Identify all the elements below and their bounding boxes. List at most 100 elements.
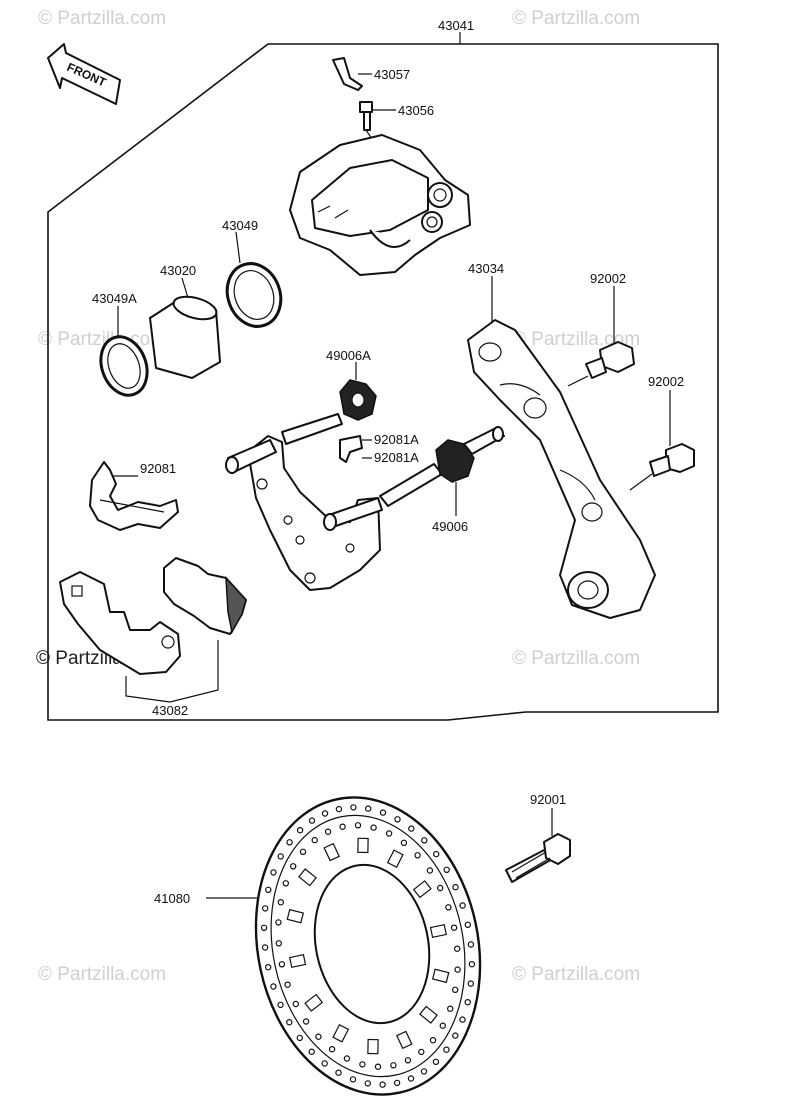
disc-vent-slot [396, 1030, 413, 1050]
disc-drill-hole [308, 817, 316, 824]
callout-43049: 43049 [222, 218, 258, 233]
disc-drill-hole [467, 980, 474, 987]
disc-drill-hole [454, 945, 461, 952]
callout-92081A-lower: 92081A [374, 450, 419, 465]
disc-drill-hole [433, 850, 440, 858]
disc-vent-slot [289, 953, 307, 969]
disc-drill-hole [400, 839, 408, 847]
disc-drill-hole [328, 1045, 336, 1053]
callout-49006: 49006 [432, 519, 468, 534]
disc-vent-slot [323, 842, 340, 862]
disc-drill-hole [343, 1055, 351, 1062]
disc-drill-hole [364, 1080, 371, 1087]
disc-drill-hole [296, 827, 304, 834]
brake-pad-set [59, 557, 247, 703]
caliper-bracket [225, 413, 383, 591]
watermark-bottom-right: © Partzilla.com [512, 964, 640, 985]
caliper-assembly-outline [47, 43, 719, 721]
disc-drill-hole [278, 961, 286, 968]
disc-drill-hole [464, 999, 471, 1006]
disc-drill-hole [354, 822, 362, 829]
disc-drill-hole [265, 886, 272, 894]
brake-disc [206, 796, 482, 1096]
pad-spring-92081 [89, 461, 179, 531]
disc-drill-hole [315, 1033, 322, 1040]
disc-vent-slot [419, 1005, 438, 1024]
callout-92002-lower: 92002 [648, 374, 684, 389]
disc-drill-hole [270, 869, 277, 876]
disc-drill-hole [311, 836, 318, 844]
pad-spring-92081A [339, 435, 372, 463]
disc-drill-hole [299, 848, 307, 856]
disc-drill-hole [374, 1063, 382, 1070]
callout-43056: 43056 [398, 103, 434, 118]
disc-drill-hole [261, 944, 269, 951]
disc-drill-hole [324, 828, 332, 835]
disc-drill-hole [365, 805, 372, 812]
disc-drill-hole [379, 809, 387, 816]
callout-92002-upper: 92002 [590, 271, 626, 286]
disc-drill-hole [359, 1061, 366, 1068]
bolt-92002-upper [567, 286, 635, 387]
disc-vent-slot [304, 993, 324, 1012]
watermark-bottom-left: © Partzilla.com [38, 964, 166, 985]
disc-drill-hole [275, 940, 282, 947]
disc-drill-hole [452, 1032, 459, 1039]
disc-drill-hole [450, 924, 458, 931]
disc-drill-hole [445, 904, 452, 911]
callout-92001: 92001 [530, 792, 566, 807]
disc-vent-slot [298, 868, 317, 887]
disc-drill-hole [292, 1000, 299, 1008]
disc-drill-hole [321, 1060, 328, 1067]
disc-drill-hole [282, 880, 289, 887]
disc-drill-hole [379, 1081, 386, 1088]
callout-41080: 41080 [154, 891, 190, 906]
disc-drill-hole [447, 1005, 454, 1012]
callout-92081: 92081 [140, 461, 176, 476]
disc-vent-slot [386, 849, 404, 869]
dust-seal-43049A [99, 306, 149, 397]
disc-drill-hole [335, 805, 343, 813]
callout-43041: 43041 [438, 18, 474, 33]
disc-drill-hole [421, 837, 428, 844]
disc-drill-hole [420, 1068, 428, 1075]
disc-drill-hole [394, 816, 401, 823]
callout-43057: 43057 [374, 67, 410, 82]
disc-drill-hole [350, 804, 357, 811]
disc-drill-hole [308, 1048, 315, 1055]
disc-drill-hole [407, 1075, 415, 1082]
disc-drill-hole [286, 839, 293, 846]
callout-43020: 43020 [160, 263, 196, 278]
disc-drill-hole [404, 1057, 412, 1064]
watermark-mid-right: © Partzilla.com [512, 329, 640, 350]
disc-vent-slot [332, 1023, 350, 1043]
disc-vent-slot [412, 880, 432, 899]
disc-drill-hole [459, 902, 466, 909]
disc-drill-hole [390, 1062, 397, 1069]
watermark-mid-left: © Partzilla.com [38, 329, 166, 350]
disc-drill-hole [284, 981, 291, 988]
disc-drill-hole [432, 1058, 440, 1066]
watermark-top-left: © Partzilla.com [38, 8, 166, 29]
callout-labels: 43041 43057 43056 43049 43020 43049A 430… [92, 18, 684, 906]
disc-drill-hole [275, 919, 282, 926]
disc-drill-hole [468, 961, 476, 968]
disc-drill-hole [286, 1019, 293, 1026]
callout-43049A: 43049A [92, 291, 137, 306]
caliper-body [289, 134, 471, 276]
watermark-top-right: © Partzilla.com [512, 8, 640, 29]
disc-drill-hole [459, 1016, 466, 1023]
disc-drill-hole [370, 824, 377, 831]
callout-92081A-upper: 92081A [374, 432, 419, 447]
disc-drill-hole [262, 905, 269, 912]
disc-drill-hole [335, 1069, 342, 1076]
disc-drill-hole [270, 983, 277, 990]
disc-drill-hole [467, 941, 475, 948]
disc-drill-hole [464, 921, 471, 929]
callout-43034: 43034 [468, 261, 504, 276]
disc-drill-hole [418, 1048, 425, 1056]
disc-vent-slot [429, 923, 447, 939]
disc-drill-hole [408, 825, 415, 832]
callout-43082: 43082 [152, 703, 188, 718]
disc-drill-hole [439, 1022, 446, 1029]
